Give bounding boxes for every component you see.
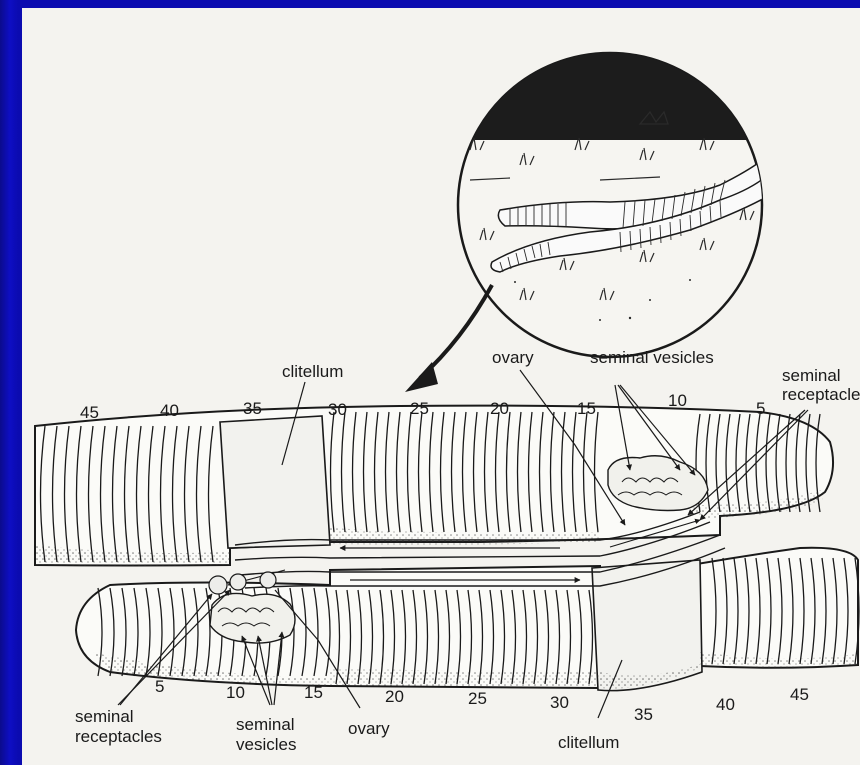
seg-num-bottom: 45 <box>790 685 809 704</box>
label-seminal-receptacles-bottom-2: receptacles <box>75 727 162 746</box>
seg-num-top: 20 <box>490 399 509 418</box>
label-ovary-top: ovary <box>492 348 534 367</box>
label-clitellum-bottom: clitellum <box>558 733 619 752</box>
mating-worms-inset <box>440 40 780 357</box>
label-seminal-vesicles-bottom-2: vesicles <box>236 735 296 754</box>
seg-num-bottom: 20 <box>385 687 404 706</box>
label-seminal-vesicles-bottom-1: seminal <box>236 715 295 734</box>
seg-num-top: 10 <box>668 391 687 410</box>
upper-worm <box>35 406 833 566</box>
lower-worm <box>76 548 859 691</box>
label-seminal-receptacles-top-1: seminal <box>782 366 841 385</box>
seg-num-top: 45 <box>80 403 99 422</box>
label-clitellum-top: clitellum <box>282 362 343 381</box>
label-seminal-vesicles-top: seminal vesicles <box>590 348 714 367</box>
seg-num-top: 15 <box>577 399 596 418</box>
label-seminal-receptacles-top-2: receptacles <box>782 385 860 404</box>
seg-num-top: 5 <box>756 399 765 418</box>
seg-num-top: 35 <box>243 399 262 418</box>
seg-num-top: 40 <box>160 401 179 420</box>
label-ovary-bottom: ovary <box>348 719 390 738</box>
seg-num-bottom: 10 <box>226 683 245 702</box>
seg-num-bottom: 35 <box>634 705 653 724</box>
seg-num-bottom: 15 <box>304 683 323 702</box>
seg-num-top: 25 <box>410 399 429 418</box>
seg-num-bottom: 30 <box>550 693 569 712</box>
label-seminal-receptacles-bottom-1: seminal <box>75 707 134 726</box>
seg-num-bottom: 25 <box>468 689 487 708</box>
seg-num-bottom: 40 <box>716 695 735 714</box>
seg-num-bottom: 5 <box>155 677 164 696</box>
zoom-arrow <box>405 285 492 392</box>
seg-num-top: 30 <box>328 400 347 419</box>
